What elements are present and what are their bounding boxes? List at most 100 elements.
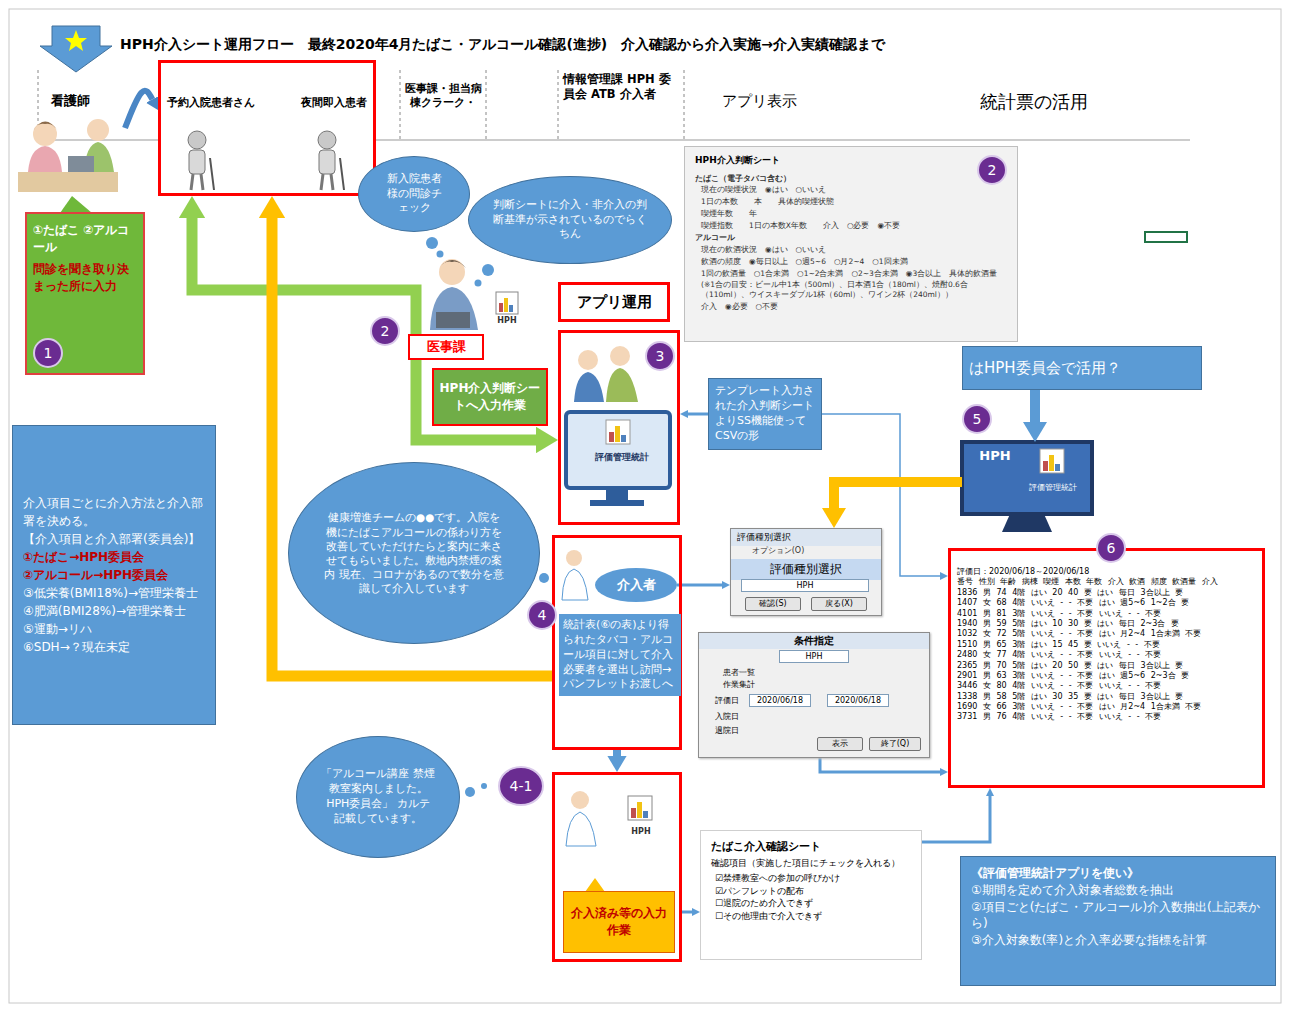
icon-bar (637, 802, 642, 818)
body (189, 150, 205, 174)
text-slot: 医事課・担当病棟クラーク・ (402, 82, 484, 111)
node-text: 評価日 (709, 695, 745, 706)
cloud-bubble (465, 787, 475, 797)
text-slot: 統計票の活用 (980, 90, 1160, 114)
header-rules (38, 70, 684, 140)
screen (566, 412, 670, 488)
flow-arrow (922, 796, 990, 842)
label-text: 統計票の活用 (980, 90, 1160, 114)
text-slot: 終了(Q) (869, 737, 921, 751)
node-text: 2 (988, 161, 997, 179)
node-text: 看護師 (15, 92, 125, 110)
node-text: 4 (538, 607, 547, 623)
icon-bar (509, 305, 513, 312)
record-frame: HPH 介入済み等の入力作業 (552, 772, 682, 962)
label-text: 情報管理課 HPH 委員会 ATB 介入者 (563, 72, 679, 102)
node-text: 1032 女 72 5階 いいえ - - 不要 はい 月2~4 1合未満 不要 (957, 629, 1256, 639)
flow-arrow (125, 91, 152, 128)
cane (210, 158, 214, 190)
node-text: HPH (621, 827, 661, 836)
header-line (376, 140, 1190, 141)
actor-oval: 介入者 (595, 568, 677, 602)
head (87, 119, 109, 141)
icon-bar (499, 303, 503, 312)
input-note: ①たばこ ②アルコール問診を聞き取り決まった所に入力1 (25, 212, 145, 375)
node-text: 3731 男 76 4階 いいえ - - 不要 いいえ - - 不要 (957, 712, 1256, 722)
leg (201, 174, 203, 190)
node-text: 評価管理統計 (591, 451, 653, 464)
text-slot: HPH介入シート運用フロー 最終2020年4月たばこ・アルコール確認(進捗) 介… (120, 36, 1240, 54)
node-text: はHPH委員会で活用？ (969, 358, 1195, 378)
node-text: 6 (1107, 539, 1116, 557)
node-text: 介入済み等の入力作業 (568, 905, 670, 939)
task-box: HPH介入判断シートへ入力作業 (432, 368, 548, 426)
title-arrow (40, 26, 112, 72)
head (439, 259, 465, 285)
text-slot: 退院日 (709, 725, 745, 736)
text-slot: HPH (621, 827, 661, 836)
text-slot: HPH (741, 579, 869, 592)
text-slot: HPH (779, 650, 849, 663)
node-text: 2020/06/18 (749, 694, 811, 707)
node-text: ☐退院のため介入できず (715, 897, 911, 910)
node-text: ④肥満(BMI28%)→管理栄養士 (23, 602, 205, 620)
node-text: 1690 女 66 3階 いいえ - - 不要 はい 月2~4 1合未満 不要 (957, 702, 1256, 712)
text-slot: 患者一覧 (709, 667, 769, 678)
callout-number: 4-1 (498, 766, 544, 806)
thought-cloud: 判断シートに介入・非介入の判断基準が示されているのでらくちん (468, 176, 672, 264)
label-text: HPH (492, 316, 522, 325)
node-text: 評価管理統計 (1018, 482, 1088, 493)
cloud-bubble (426, 237, 438, 249)
text-slot: 評価種別選択 (731, 559, 881, 580)
node-text: ☑禁煙教室への参加の呼びかけ (715, 872, 911, 885)
text-slot: 評価管理統計 (1018, 482, 1088, 493)
node-text: ③介入対象数(率)と介入率必要な指標を計算 (971, 932, 1265, 949)
rule-note: 介入項目ごとに介入方法と介入部署を決める。【介入項目と介入部署(委員会)】①たば… (12, 425, 216, 725)
hair (439, 260, 466, 268)
text-slot: アプリ表示 (722, 92, 862, 111)
node-text: 現在の喫煙状況 ◉はい ○いいえ (701, 185, 1007, 195)
header-rule (558, 70, 559, 140)
callout-tail (60, 196, 92, 213)
node-text: 介入者 (595, 576, 677, 594)
app-icon (496, 292, 518, 314)
node-text: オプション(O) (733, 545, 823, 556)
note-callout: はHPH委員会で活用？ (962, 346, 1202, 390)
department-label: 医事課 (408, 334, 484, 360)
callout-number: 2 (370, 316, 400, 346)
app-frame: 評価管理統計 3 (558, 330, 680, 525)
icon-bar (631, 808, 636, 818)
node-text: 終了(Q) (869, 737, 921, 751)
header-baseline (38, 140, 1190, 141)
callout-number: 1 (33, 338, 63, 368)
node-text: 介入 ◉必要 ○不要 (701, 302, 1007, 312)
flow-arrow (834, 482, 962, 508)
node-text: 夜間即入患者 (301, 95, 367, 110)
node-text: 喫煙指数 1日の本数X年数 介入 ○必要 ◉不要 (701, 221, 1007, 231)
node-text: 5 (973, 411, 982, 427)
callout-number: 5 (962, 404, 992, 434)
node-text: 3 (656, 348, 665, 364)
operator-figures (574, 346, 638, 402)
dialog-screenshot: 条件指定HPH患者一覧作業集計評価日2020/06/182020/06/18入院… (698, 632, 930, 758)
head (318, 131, 336, 149)
icon-bar (1049, 455, 1054, 471)
node-text: 予約入院患者さん (167, 95, 255, 110)
icon-bar (1043, 461, 1048, 471)
head (610, 346, 630, 366)
node-text: 「アルコール講座 禁煙教室案内しました。 HPH委員会」 カルテ記載しています。 (321, 767, 435, 826)
node-text: 患者一覧 (709, 667, 769, 678)
cell-cursor (1145, 232, 1187, 242)
body (319, 150, 335, 174)
icon-frame (628, 796, 652, 820)
text-slot: 統計表(⑥の表)より得られたタバコ・アルコール項目に対して介入必要者を選出し訪問… (559, 614, 681, 696)
leg (191, 174, 193, 190)
node-text: 3446 女 80 4階 いいえ - - 不要 いいえ - - 不要 (957, 681, 1256, 691)
stats-table: 評価日：2020/06/18～2020/06/18番号 性別 年齢 病棟 喫煙 … (948, 548, 1265, 788)
icon-bar (621, 435, 626, 442)
body (574, 372, 604, 402)
node-text: 1 (44, 343, 53, 363)
node-text: 2901 男 63 3階 いいえ - - 不要 はい 週5~6 2~3合 要 (957, 671, 1256, 681)
icon-frame (606, 420, 630, 444)
recorder-figure (566, 791, 652, 892)
